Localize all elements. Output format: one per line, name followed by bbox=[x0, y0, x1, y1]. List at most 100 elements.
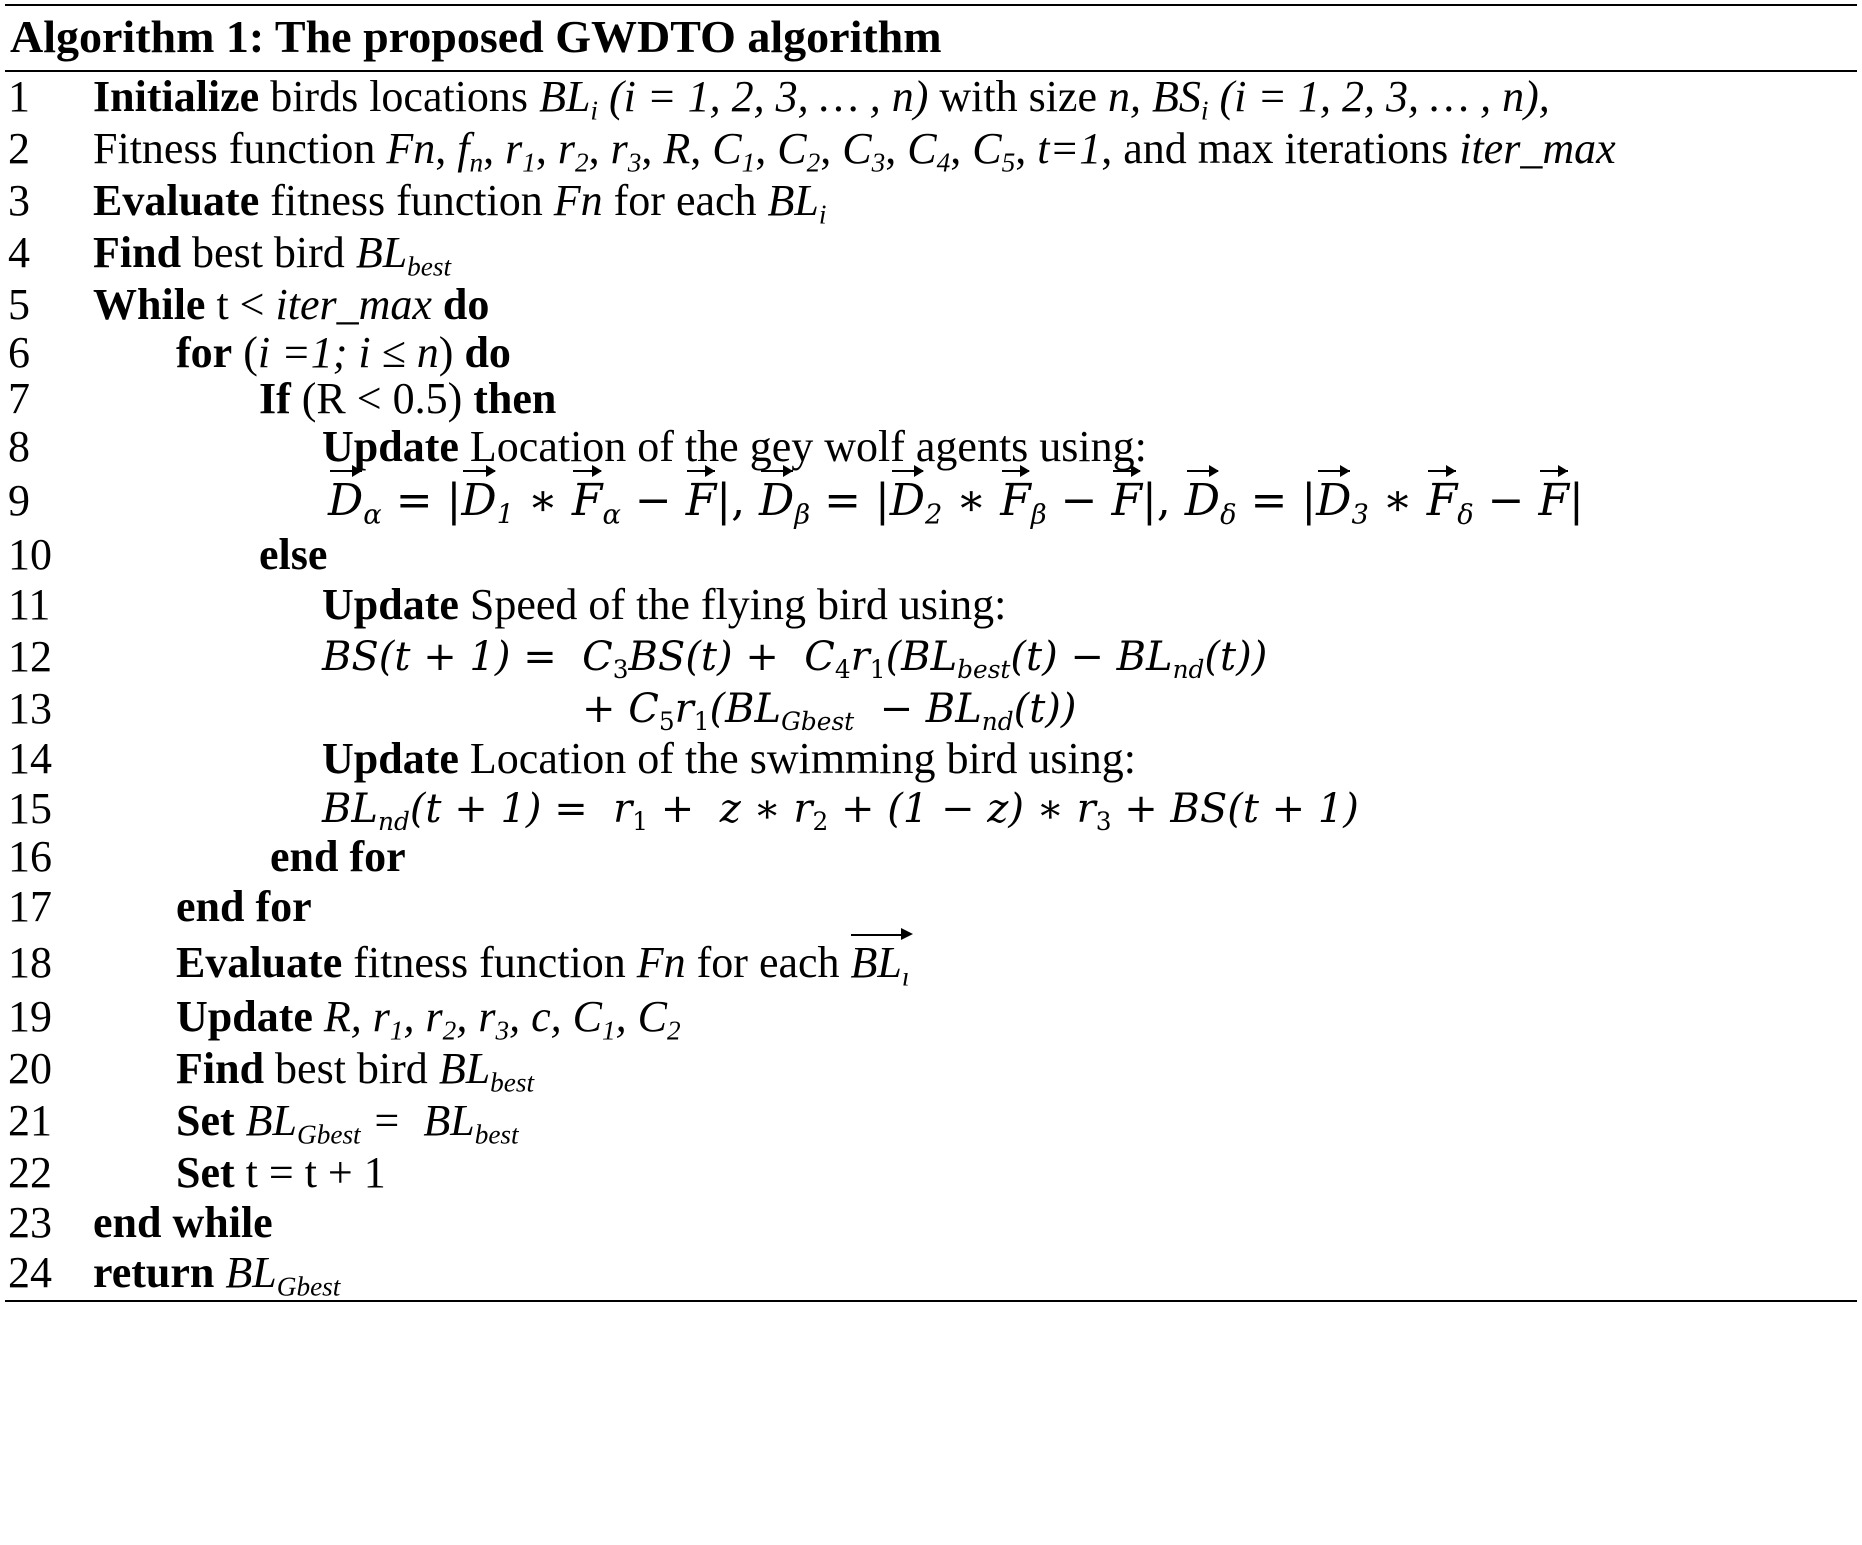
subscript: i bbox=[590, 95, 598, 126]
line-code: return BLGbest bbox=[93, 1248, 341, 1302]
algorithm-line-5: 5 While t < iter_max do bbox=[0, 278, 1862, 340]
keyword: Evaluate bbox=[93, 176, 260, 225]
line-code: Initialize birds locations BLi (i = 1, 2… bbox=[93, 70, 1550, 138]
line-code: Update Location of the swimming bird usi… bbox=[322, 734, 1136, 783]
keyword: Update bbox=[322, 734, 459, 783]
keyword: else bbox=[259, 530, 328, 579]
keyword: Update bbox=[176, 992, 313, 1041]
line-code: Update R, r1, r2, r3, c, C1, C2 bbox=[176, 992, 681, 1046]
keyword: Find bbox=[93, 228, 182, 277]
speed-equation-cont: + C5r1(BLGbest − BLnd(t)) bbox=[582, 686, 1077, 736]
keyword: Find bbox=[176, 1044, 265, 1093]
line-number: 18 bbox=[8, 938, 52, 987]
line-number: 5 bbox=[8, 280, 30, 329]
algorithm-line-19: 19 Update R, r1, r2, r3, c, C1, C2 bbox=[0, 990, 1862, 1052]
line-number: 10 bbox=[8, 530, 52, 579]
line-code: If (R < 0.5) then bbox=[259, 374, 557, 423]
algorithm-line-21: 21 Set BLGbest = BLbest bbox=[0, 1094, 1862, 1156]
vector-bl: BLı bbox=[850, 928, 914, 1004]
location-equation: BLnd(t + 1) = r1 + z ∗ r2 + (1 − z) ∗ r3… bbox=[322, 786, 1359, 836]
text: with size bbox=[939, 72, 1108, 121]
line-number: 9 bbox=[8, 476, 30, 525]
line-number: 24 bbox=[8, 1248, 52, 1297]
line-number: 17 bbox=[8, 882, 52, 931]
line-code: end for bbox=[176, 880, 312, 934]
line-code: Set BLGbest = BLbest bbox=[176, 1096, 519, 1150]
top-rule bbox=[5, 4, 1857, 6]
line-number: 4 bbox=[8, 228, 30, 277]
algorithm-line-24: 24 return BLGbest bbox=[0, 1246, 1862, 1308]
text: birds locations bbox=[259, 72, 540, 121]
line-number: 11 bbox=[8, 580, 51, 629]
keyword: While bbox=[93, 280, 206, 329]
algorithm-line-6: 6 for (i =1; i ≤ n) do bbox=[0, 326, 1862, 388]
line-number: 22 bbox=[8, 1148, 52, 1197]
line-code: Fitness function Fn, fn, r1, r2, r3, R, … bbox=[93, 124, 1616, 178]
algorithm-line-1: 1 Initialize birds locations BLi (i = 1,… bbox=[0, 70, 1862, 132]
line-code: Find best bird BLbest bbox=[176, 1044, 535, 1098]
algorithm-line-13: 13 + C5r1(BLGbest − BLnd(t)) bbox=[0, 682, 1862, 744]
line-code: Evaluate fitness function Fn for each BL… bbox=[93, 176, 827, 230]
line-code: end while bbox=[93, 1196, 273, 1250]
line-code: for (i =1; i ≤ n) do bbox=[176, 328, 511, 377]
line-code: end for bbox=[270, 830, 406, 884]
keyword: Set bbox=[176, 1096, 235, 1145]
keyword: Initialize bbox=[93, 72, 260, 121]
algorithm-line-16: 16 end for bbox=[0, 830, 1862, 892]
line-number: 23 bbox=[8, 1198, 52, 1247]
vector-equation: Dα = |D1 ∗ Fα − F|, Dβ = |D2 ∗ Fβ − F|, … bbox=[328, 465, 1584, 531]
line-number: 14 bbox=[8, 734, 52, 783]
keyword: Set bbox=[176, 1148, 235, 1197]
keyword: Update bbox=[322, 580, 459, 629]
line-code: Update Speed of the flying bird using: bbox=[322, 580, 1007, 629]
line-number: 6 bbox=[8, 328, 30, 377]
line-number: 12 bbox=[8, 632, 52, 681]
keyword: end for bbox=[270, 832, 406, 881]
keyword: Evaluate bbox=[176, 938, 343, 987]
math: Fn bbox=[386, 124, 436, 173]
line-code: Find best bird BLbest bbox=[93, 228, 452, 282]
line-code: While t < iter_max do bbox=[93, 280, 490, 329]
algorithm-line-3: 3 Evaluate fitness function Fn for each … bbox=[0, 174, 1862, 236]
algorithm-line-8: 8 Update Location of the gey wolf agents… bbox=[0, 420, 1862, 482]
line-number: 7 bbox=[8, 374, 30, 423]
math: (i = 1, 2, 3, … , n) bbox=[598, 72, 940, 121]
keyword: end while bbox=[93, 1198, 273, 1247]
algorithm-line-14: 14 Update Location of the swimming bird … bbox=[0, 732, 1862, 794]
line-code: Update Location of the gey wolf agents u… bbox=[322, 422, 1147, 471]
line-number: 20 bbox=[8, 1044, 52, 1093]
subscript: i bbox=[1200, 95, 1209, 126]
math: n, bbox=[1107, 72, 1141, 121]
keyword: Update bbox=[322, 422, 459, 471]
bottom-rule bbox=[5, 1300, 1857, 1302]
algorithm-line-7: 7 If (R < 0.5) then bbox=[0, 372, 1862, 434]
algorithm-line-17: 17 end for bbox=[0, 880, 1862, 942]
algorithm-line-18: 18 Evaluate fitness function Fn for each… bbox=[0, 928, 1862, 998]
algorithm-line-15: 15 BLnd(t + 1) = r1 + z ∗ r2 + (1 − z) ∗… bbox=[0, 782, 1862, 844]
algorithm-line-9: 9 Dα = |D1 ∗ Fα − F|, Dβ = |D2 ∗ Fβ − F|… bbox=[0, 465, 1862, 536]
algorithm-line-4: 4 Find best bird BLbest bbox=[0, 226, 1862, 288]
math: (i = 1, 2, 3, … , n), bbox=[1208, 72, 1550, 121]
line-code: Evaluate fitness function Fn for each BL… bbox=[176, 928, 914, 1004]
algorithm-line-23: 23 end while bbox=[0, 1196, 1862, 1258]
keyword: end for bbox=[176, 882, 312, 931]
math: BL bbox=[539, 72, 591, 121]
line-number: 2 bbox=[8, 124, 30, 173]
algorithm-line-20: 20 Find best bird BLbest bbox=[0, 1042, 1862, 1104]
algorithm-line-12: 12 BS(t + 1) = C3BS(t) + C4r1(BLbest(t) … bbox=[0, 630, 1862, 692]
algorithm-line-2: 2 Fitness function Fn, fn, r1, r2, r3, R… bbox=[0, 122, 1862, 184]
line-number: 3 bbox=[8, 176, 30, 225]
keyword: If bbox=[259, 374, 291, 423]
header-rule bbox=[5, 70, 1857, 72]
line-number: 15 bbox=[8, 784, 52, 833]
line-number: 1 bbox=[8, 72, 30, 121]
line-number: 13 bbox=[8, 684, 52, 733]
algorithm-line-11: 11 Update Speed of the flying bird using… bbox=[0, 578, 1862, 640]
line-number: 8 bbox=[8, 422, 30, 471]
algorithm-line-10: 10 else bbox=[0, 528, 1862, 590]
line-code: Set t = t + 1 bbox=[176, 1148, 386, 1197]
keyword: for bbox=[176, 328, 233, 377]
line-code: else bbox=[259, 528, 327, 582]
algorithm-line-22: 22 Set t = t + 1 bbox=[0, 1146, 1862, 1208]
